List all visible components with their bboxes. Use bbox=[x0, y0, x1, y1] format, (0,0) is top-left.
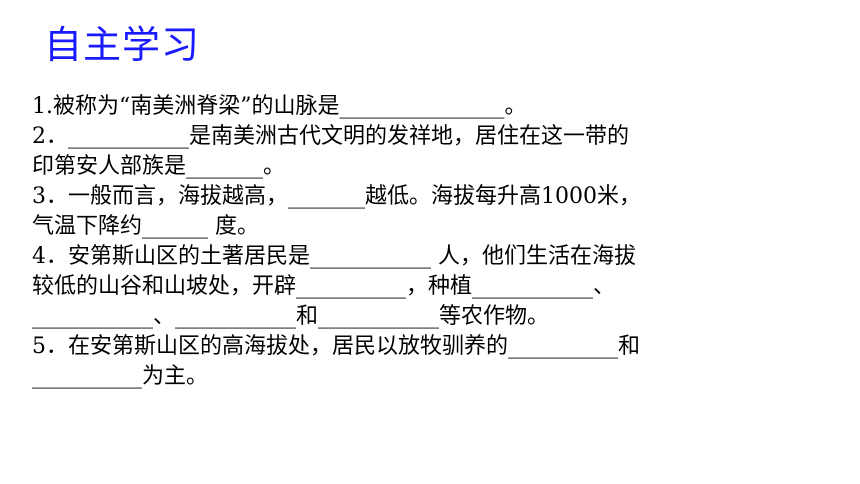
question-list: 1.被称为“南美洲脊梁”的山脉是_______________。 2．_____… bbox=[32, 92, 832, 392]
question-line: __________为主。 bbox=[32, 364, 209, 389]
question-line: 气温下降约______ 度。 bbox=[32, 214, 259, 239]
question-line: 1.被称为“南美洲脊梁”的山脉是_______________。 bbox=[32, 94, 527, 119]
question-line: 5．在安第斯山区的高海拔处，居民以放牧驯养的__________和 bbox=[32, 334, 640, 359]
question-line: 2．___________是南美洲古代文明的发祥地，居住在这一带的 bbox=[32, 124, 629, 149]
question-line: 较低的山谷和山坡处，开辟__________，种植___________、 bbox=[32, 274, 616, 299]
question-line: 3．一般而言，海拔越高，_______越低。海拔每升高1000米， bbox=[32, 184, 641, 209]
question-line: ___________、___________和___________等农作物。 bbox=[32, 304, 550, 329]
question-line: 印第安人部族是_______。 bbox=[32, 154, 286, 179]
page-title: 自主学习 bbox=[44, 23, 201, 67]
question-line: 4．安第斯山区的土著居民是___________ 人，他们生活在海拔 bbox=[32, 244, 636, 269]
